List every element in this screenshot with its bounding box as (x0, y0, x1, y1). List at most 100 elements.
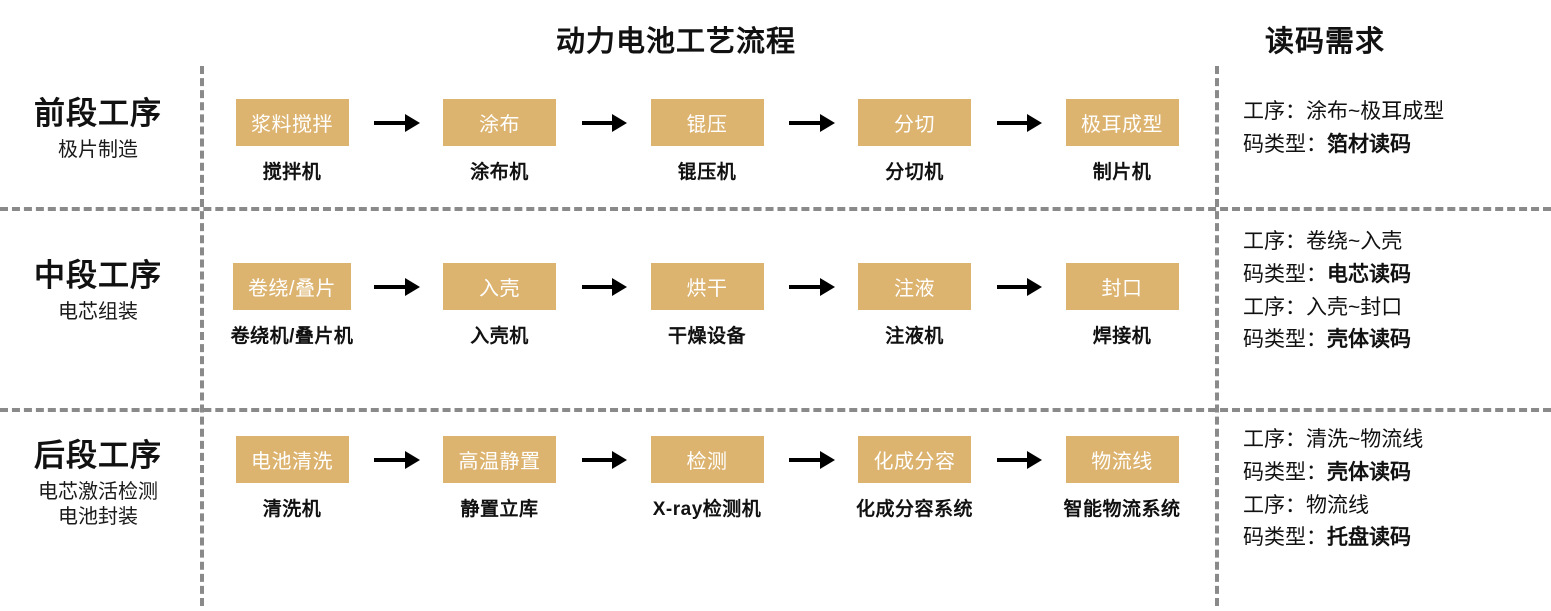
demand-label: 工序： (1243, 428, 1306, 451)
process-step[interactable]: 高温静置静置立库 (420, 436, 580, 521)
process-step[interactable]: 注液注液机 (835, 263, 995, 348)
arrow-shaft (374, 284, 407, 289)
arrow-shaft (789, 457, 822, 462)
demand-value: 涂布~极耳成型 (1306, 100, 1445, 123)
process-step-box[interactable]: 涂布 (443, 99, 556, 146)
demand-value: 壳体读码 (1327, 328, 1411, 352)
process-step[interactable]: 化成分容化成分容系统 (835, 436, 995, 521)
process-step[interactable]: 卷绕/叠片卷绕机/叠片机 (212, 263, 372, 348)
arrow-head (404, 450, 420, 469)
arrow-shaft (581, 457, 614, 462)
process-step[interactable]: 物流线智能物流系统 (1042, 436, 1202, 521)
process-step-box[interactable]: 分切 (858, 99, 971, 146)
demand-label: 工序： (1243, 493, 1306, 517)
stage-subtitle-line1: 电芯组装 (58, 300, 138, 323)
demand-label: 码类型： (1243, 328, 1327, 352)
demand-label: 码类型： (1243, 132, 1327, 156)
process-step-box[interactable]: 注液 (858, 263, 971, 310)
process-step-box[interactable]: 卷绕/叠片 (233, 263, 351, 310)
demand-value: 箔材读码 (1327, 132, 1411, 156)
arrow-shaft (996, 120, 1029, 125)
process-step-box[interactable]: 检测 (650, 436, 764, 483)
arrow-shaft (789, 284, 822, 289)
demand-label: 码类型： (1243, 526, 1327, 550)
arrow-head (1027, 277, 1042, 296)
flow-arrow-icon (787, 436, 835, 483)
process-step[interactable]: 封口焊接机 (1042, 263, 1202, 348)
demand-code-type-line: 码类型：箔材读码 (1243, 129, 1543, 162)
process-step-box[interactable]: 电池清洗 (235, 436, 349, 483)
process-step[interactable]: 烘干干燥设备 (627, 263, 787, 348)
flow-diagram-title: 动力电池工艺流程 (556, 26, 797, 58)
flow-arrow-icon (787, 99, 835, 146)
process-step-box[interactable]: 封口 (1065, 263, 1179, 310)
process-step-machine-label: 入壳机 (470, 326, 529, 347)
process-step[interactable]: 检测 X-ray检测机 (627, 436, 787, 521)
process-step[interactable]: 浆料搅拌搅拌机 (212, 99, 372, 184)
process-step[interactable]: 入壳入壳机 (420, 263, 580, 348)
arrow-shaft (374, 120, 407, 125)
flow-arrow-icon (995, 436, 1042, 483)
process-step-machine-label: 涂布机 (470, 162, 529, 183)
flow-arrow-icon (995, 99, 1042, 146)
stage-label-middle: 中段工序 电芯组装 (0, 258, 196, 325)
arrow-head (1027, 450, 1042, 469)
process-step[interactable]: 分切分切机 (835, 99, 995, 184)
demand-code-type-line: 码类型：壳体读码 (1243, 457, 1543, 490)
process-step-box[interactable]: 烘干 (650, 263, 764, 310)
demand-process-line: 工序：清洗~物流线 (1243, 424, 1543, 457)
horizontal-divider-2 (0, 408, 1551, 412)
demand-label: 码类型： (1243, 460, 1327, 484)
process-step-machine-label: 智能物流系统 (1063, 499, 1181, 520)
demand-block-back: 工序：清洗~物流线码类型：壳体读码工序：物流线码类型：托盘读码 (1243, 424, 1543, 555)
flow-arrow-icon (995, 263, 1042, 310)
flow-arrow-icon (580, 99, 627, 146)
demand-process-line: 工序：卷绕~入壳 (1243, 226, 1543, 259)
demand-label: 工序： (1243, 230, 1306, 253)
process-step-machine-label: 注液机 (885, 326, 944, 347)
vertical-divider-right (1215, 66, 1219, 606)
process-step-box[interactable]: 入壳 (443, 263, 556, 310)
process-step-machine-label: X-ray检测机 (652, 499, 762, 520)
process-step[interactable]: 电池清洗清洗机 (212, 436, 372, 521)
process-step[interactable]: 涂布涂布机 (420, 99, 580, 184)
arrow-shaft (374, 457, 407, 462)
process-flow-row-middle: 卷绕/叠片卷绕机/叠片机入壳入壳机烘干干燥设备注液注液机封口焊接机 (212, 263, 1202, 348)
demand-code-type-line: 码类型：托盘读码 (1243, 522, 1543, 555)
flow-arrow-icon (372, 99, 420, 146)
arrow-head (404, 277, 420, 296)
stage-title: 中段工序 (34, 258, 162, 293)
process-step-box[interactable]: 化成分容 (858, 436, 971, 483)
demand-value: 壳体读码 (1327, 460, 1411, 484)
process-step[interactable]: 锟压锟压机 (627, 99, 787, 184)
demand-block-middle: 工序：卷绕~入壳码类型：电芯读码工序：入壳~封口码类型：壳体读码 (1243, 226, 1543, 357)
process-step[interactable]: 极耳成型制片机 (1042, 99, 1202, 184)
demand-process-line: 工序：涂布~极耳成型 (1243, 96, 1543, 129)
process-step-machine-label: 焊接机 (1092, 326, 1152, 347)
arrow-shaft (581, 120, 614, 125)
demand-label: 工序： (1243, 295, 1306, 319)
arrow-head (1027, 113, 1042, 132)
process-step-box[interactable]: 锟压 (650, 99, 764, 146)
stage-title: 后段工序 (34, 438, 162, 473)
flow-arrow-icon (580, 263, 627, 310)
process-step-machine-label: 静置立库 (460, 499, 539, 520)
stage-subtitle-line2: 电池封装 (58, 505, 138, 528)
code-reading-demand-title: 读码需求 (1265, 26, 1386, 58)
process-step-box[interactable]: 浆料搅拌 (235, 99, 349, 146)
demand-value: 清洗~物流线 (1306, 428, 1424, 451)
stage-title: 前段工序 (34, 96, 162, 131)
stage-subtitle-line1: 电芯激活检测 (38, 480, 158, 503)
demand-value: 物流线 (1306, 493, 1369, 517)
process-step-box[interactable]: 高温静置 (443, 436, 556, 483)
process-step-box[interactable]: 极耳成型 (1065, 99, 1179, 146)
demand-value: 电芯读码 (1327, 262, 1411, 286)
process-step-machine-label: 锟压机 (677, 162, 737, 183)
arrow-head (819, 450, 835, 469)
process-flow-row-front: 浆料搅拌搅拌机涂布涂布机锟压锟压机分切分切机极耳成型制片机 (212, 99, 1202, 184)
process-step-box[interactable]: 物流线 (1065, 436, 1179, 483)
flow-arrow-icon (372, 436, 420, 483)
arrow-shaft (996, 457, 1029, 462)
arrow-shaft (581, 284, 614, 289)
